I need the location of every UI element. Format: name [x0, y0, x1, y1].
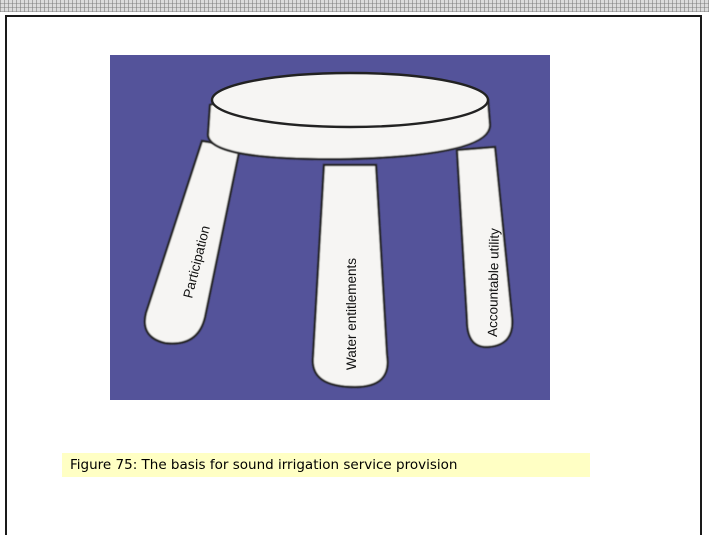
leg-label-water-entitlements: Water entitlements [344, 258, 359, 370]
page-top-strip [0, 0, 709, 12]
leg-label-accountable-utility: Accountable utility [485, 228, 502, 337]
figure-caption-text: Figure 75: The basis for sound irrigatio… [70, 457, 458, 473]
stool-leg-middle [311, 163, 389, 389]
stool-leg-right [455, 145, 514, 349]
page-frame [5, 15, 702, 535]
stool-leg-left [143, 139, 242, 345]
stool-figure: Participation Water entitlements Account… [110, 55, 550, 400]
stool-illustration: Participation Water entitlements Account… [143, 71, 514, 389]
stool-seat [206, 71, 492, 161]
figure-caption: Figure 75: The basis for sound irrigatio… [62, 453, 590, 477]
